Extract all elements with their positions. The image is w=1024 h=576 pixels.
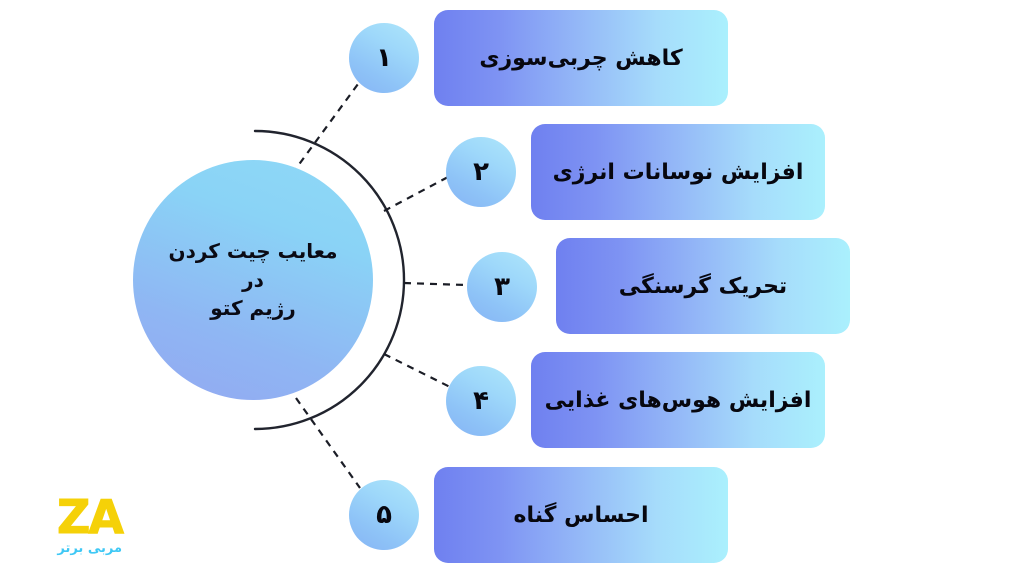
node-circle-1[interactable]: ۱ xyxy=(349,23,419,93)
node-number-5: ۵ xyxy=(376,500,392,530)
item-box-2[interactable]: افزایش نوسانات انرژی xyxy=(531,124,825,220)
node-number-1: ۱ xyxy=(376,43,392,73)
hub-title-line-2: در xyxy=(242,267,264,292)
central-hub[interactable]: معایب چیت کردن در رژیم کتو xyxy=(133,160,373,400)
hub-title-line-3: رژیم کتو xyxy=(210,296,296,321)
item-label-4: افزایش هوس‌های غذایی xyxy=(544,387,812,413)
logo-mark-text: ZA xyxy=(57,490,125,544)
node-number-3: ۳ xyxy=(494,272,510,302)
item-label-2: افزایش نوسانات انرژی xyxy=(552,159,804,185)
connector-line-5 xyxy=(295,397,361,489)
hub-title: معایب چیت کردن در رژیم کتو xyxy=(133,160,373,400)
connector-line-2 xyxy=(383,176,449,212)
hub-title-line-1: معایب چیت کردن xyxy=(168,239,338,264)
item-label-1: کاهش چربی‌سوزی xyxy=(479,45,683,71)
connector-line-4 xyxy=(383,353,451,388)
node-circle-4[interactable]: ۴ xyxy=(446,366,516,436)
item-label-5: احساس گناه xyxy=(513,502,649,528)
watermark-logo: ZA مربی برتر xyxy=(10,490,125,568)
item-box-4[interactable]: افزایش هوس‌های غذایی xyxy=(531,352,825,448)
connector-line-3 xyxy=(403,281,467,287)
item-box-1[interactable]: کاهش چربی‌سوزی xyxy=(434,10,728,106)
item-box-3[interactable]: تحریک گرسنگی xyxy=(556,238,850,334)
logo-subtitle: مربی برتر xyxy=(57,541,122,556)
item-label-3: تحریک گرسنگی xyxy=(618,273,788,299)
node-circle-5[interactable]: ۵ xyxy=(349,480,419,550)
item-box-5[interactable]: احساس گناه xyxy=(434,467,728,563)
node-circle-3[interactable]: ۳ xyxy=(467,252,537,322)
node-number-4: ۴ xyxy=(473,386,489,416)
node-circle-2[interactable]: ۲ xyxy=(446,137,516,207)
node-number-2: ۲ xyxy=(473,157,489,187)
